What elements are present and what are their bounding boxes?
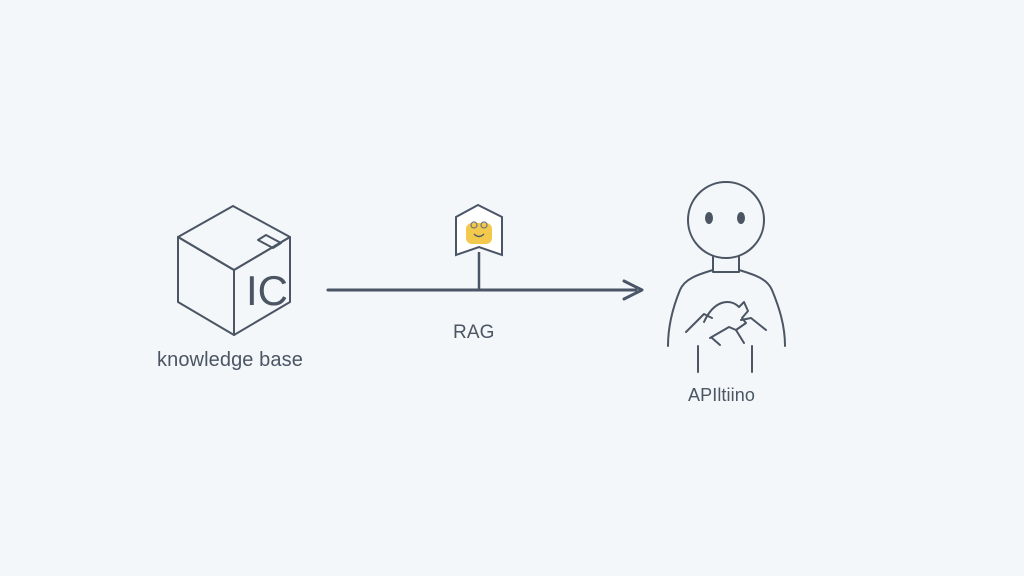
robot-figure-icon [667, 181, 786, 373]
knowledge-base-label: knowledge base [157, 349, 303, 371]
tag-icon [455, 203, 503, 289]
cube-text: IC [246, 267, 288, 314]
agent-label: APIltiino [688, 385, 755, 405]
rag-label: RAG [453, 322, 495, 343]
rag-arrow [326, 279, 644, 301]
cube-icon: IC [177, 205, 291, 336]
